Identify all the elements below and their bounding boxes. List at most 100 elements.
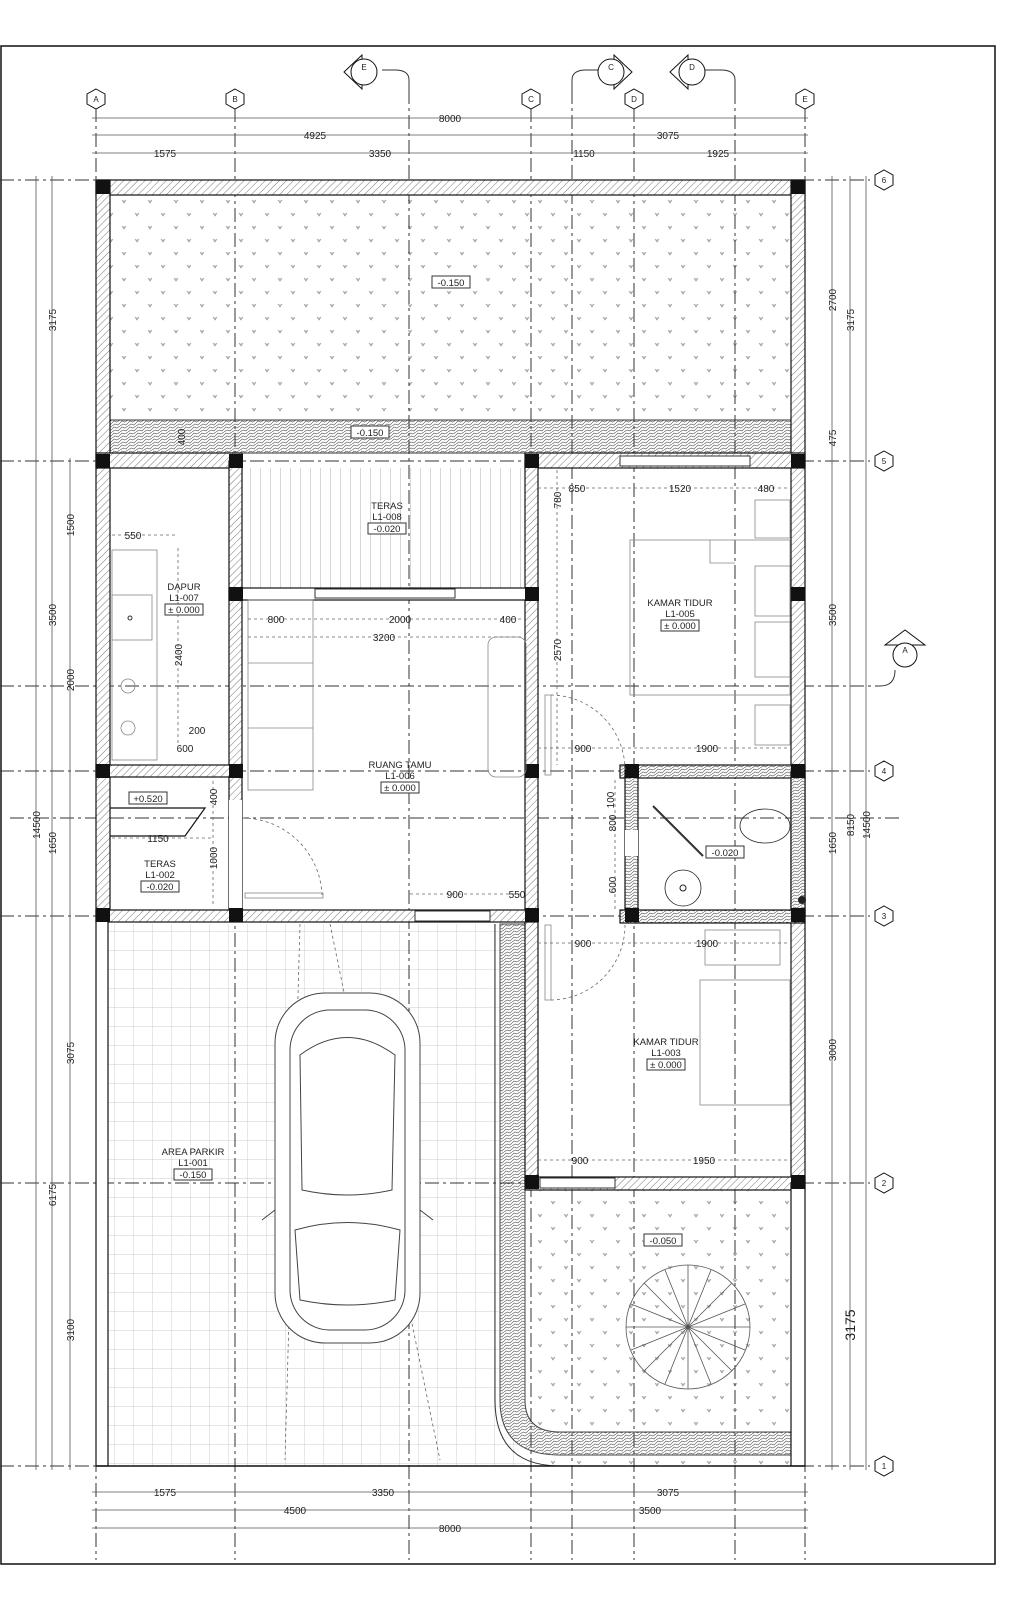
svg-text:KAMAR TIDUR: KAMAR TIDUR: [647, 598, 712, 609]
dims-bottom: 1575 3350 3075 4500 3500 8000: [154, 1488, 680, 1535]
svg-text:A: A: [93, 95, 99, 104]
grid-bubble-b: B: [225, 88, 245, 110]
svg-text:C: C: [528, 95, 534, 104]
svg-text:RUANG TAMU: RUANG TAMU: [369, 760, 432, 771]
grid-bubble-6: 6: [874, 169, 894, 191]
bathroom-door: [652, 805, 704, 857]
svg-text:8000: 8000: [439, 1524, 462, 1535]
window-living: [414, 910, 491, 922]
section-marker-d: D: [669, 53, 736, 91]
svg-text:KAMAR TIDUR: KAMAR TIDUR: [633, 1037, 698, 1048]
sink-icon: [111, 594, 153, 641]
svg-text:3175: 3175: [48, 308, 59, 331]
grid-bubble-d: D: [624, 88, 644, 110]
svg-text:600: 600: [608, 876, 619, 893]
svg-text:3175: 3175: [846, 308, 857, 331]
svg-text:± 0.000: ± 0.000: [650, 1060, 682, 1071]
svg-text:DAPUR: DAPUR: [167, 582, 200, 593]
grid-bubble-a: A: [86, 88, 106, 110]
section-marker-a: A: [879, 629, 927, 687]
grid-bubbles: A B C D E 6 5 4 3 2 1: [86, 88, 894, 1477]
svg-text:400: 400: [500, 615, 517, 626]
svg-text:L1-008: L1-008: [372, 512, 402, 523]
svg-text:3350: 3350: [372, 1488, 395, 1499]
svg-text:6175: 6175: [48, 1183, 59, 1206]
svg-text:14500: 14500: [32, 811, 43, 839]
bedroom-door-1: [544, 694, 552, 776]
curb-edge: [494, 924, 561, 1467]
sofa: [247, 599, 314, 791]
window-bedroom-2: [539, 1177, 616, 1189]
svg-text:400: 400: [209, 788, 220, 805]
svg-text:14500: 14500: [862, 811, 873, 839]
svg-text:C: C: [608, 63, 614, 72]
svg-text:-0.020: -0.020: [147, 882, 174, 893]
svg-text:AREA PARKIR: AREA PARKIR: [162, 1147, 225, 1158]
svg-text:-0.150: -0.150: [438, 278, 465, 289]
svg-text:1900: 1900: [696, 939, 719, 950]
dims-left: 14500 3175 3500 1650 6175 1500 2000 3075…: [32, 308, 77, 1341]
svg-text:1575: 1575: [154, 1488, 177, 1499]
svg-text:4: 4: [882, 767, 887, 776]
svg-text:-0.150: -0.150: [180, 1170, 207, 1181]
svg-text:-0.050: -0.050: [650, 1236, 677, 1247]
svg-text:1150: 1150: [147, 834, 169, 845]
back-garden: [110, 195, 791, 420]
svg-text:800: 800: [268, 615, 285, 626]
svg-text:A: A: [902, 646, 908, 655]
washbasin-icon: [664, 869, 702, 907]
svg-text:900: 900: [572, 1156, 589, 1167]
svg-text:± 0.000: ± 0.000: [384, 783, 416, 794]
svg-text:2000: 2000: [66, 668, 77, 691]
grid-bubble-3: 3: [874, 905, 894, 927]
svg-text:+0.520: +0.520: [133, 794, 162, 805]
grid-bubble-5: 5: [874, 450, 894, 472]
svg-text:800: 800: [608, 814, 619, 831]
svg-text:3075: 3075: [657, 1488, 680, 1499]
dims-top: 8000 4925 3075 1575 3350 1150 1925: [154, 114, 730, 160]
level-tags: -0.150 -0.150 +0.520 -0.020 -0.050: [128, 275, 745, 1247]
svg-text:L1-006: L1-006: [385, 771, 415, 782]
svg-text:200: 200: [189, 726, 206, 737]
window-bedroom: [619, 455, 751, 467]
svg-text:3200: 3200: [373, 633, 396, 644]
svg-text:-0.020: -0.020: [712, 848, 739, 859]
svg-text:1950: 1950: [693, 1156, 716, 1167]
bedroom-door-2: [544, 924, 552, 1001]
svg-text:550: 550: [509, 890, 526, 901]
front-garden: [538, 1190, 791, 1466]
svg-text:2400: 2400: [174, 643, 185, 666]
svg-text:3500: 3500: [48, 603, 59, 626]
svg-text:TERAS: TERAS: [371, 501, 403, 512]
svg-text:100: 100: [606, 791, 617, 808]
dimension-lines: [35, 117, 867, 1529]
svg-text:2570: 2570: [553, 638, 564, 661]
svg-text:L1-002: L1-002: [145, 870, 175, 881]
cabinet: [487, 636, 527, 778]
svg-text:850: 850: [569, 484, 586, 495]
door-swing-main: [241, 817, 323, 896]
svg-text:3: 3: [882, 912, 887, 921]
svg-text:3075: 3075: [66, 1041, 77, 1064]
grid-bubble-1: 1: [874, 1455, 894, 1477]
svg-text:E: E: [802, 95, 807, 104]
svg-text:1: 1: [882, 1462, 887, 1471]
columns: [96, 180, 805, 1189]
svg-text:900: 900: [575, 744, 592, 755]
svg-text:3500: 3500: [828, 603, 839, 626]
car-icon: [261, 992, 434, 1344]
svg-text:1000: 1000: [209, 846, 220, 869]
svg-text:8150: 8150: [846, 813, 857, 836]
furniture: [110, 499, 806, 1461]
back-path: [109, 419, 792, 454]
svg-text:475: 475: [828, 429, 839, 446]
sliding-door: [314, 588, 456, 599]
svg-text:780: 780: [553, 491, 564, 508]
floor-drain-icon: [798, 896, 806, 904]
